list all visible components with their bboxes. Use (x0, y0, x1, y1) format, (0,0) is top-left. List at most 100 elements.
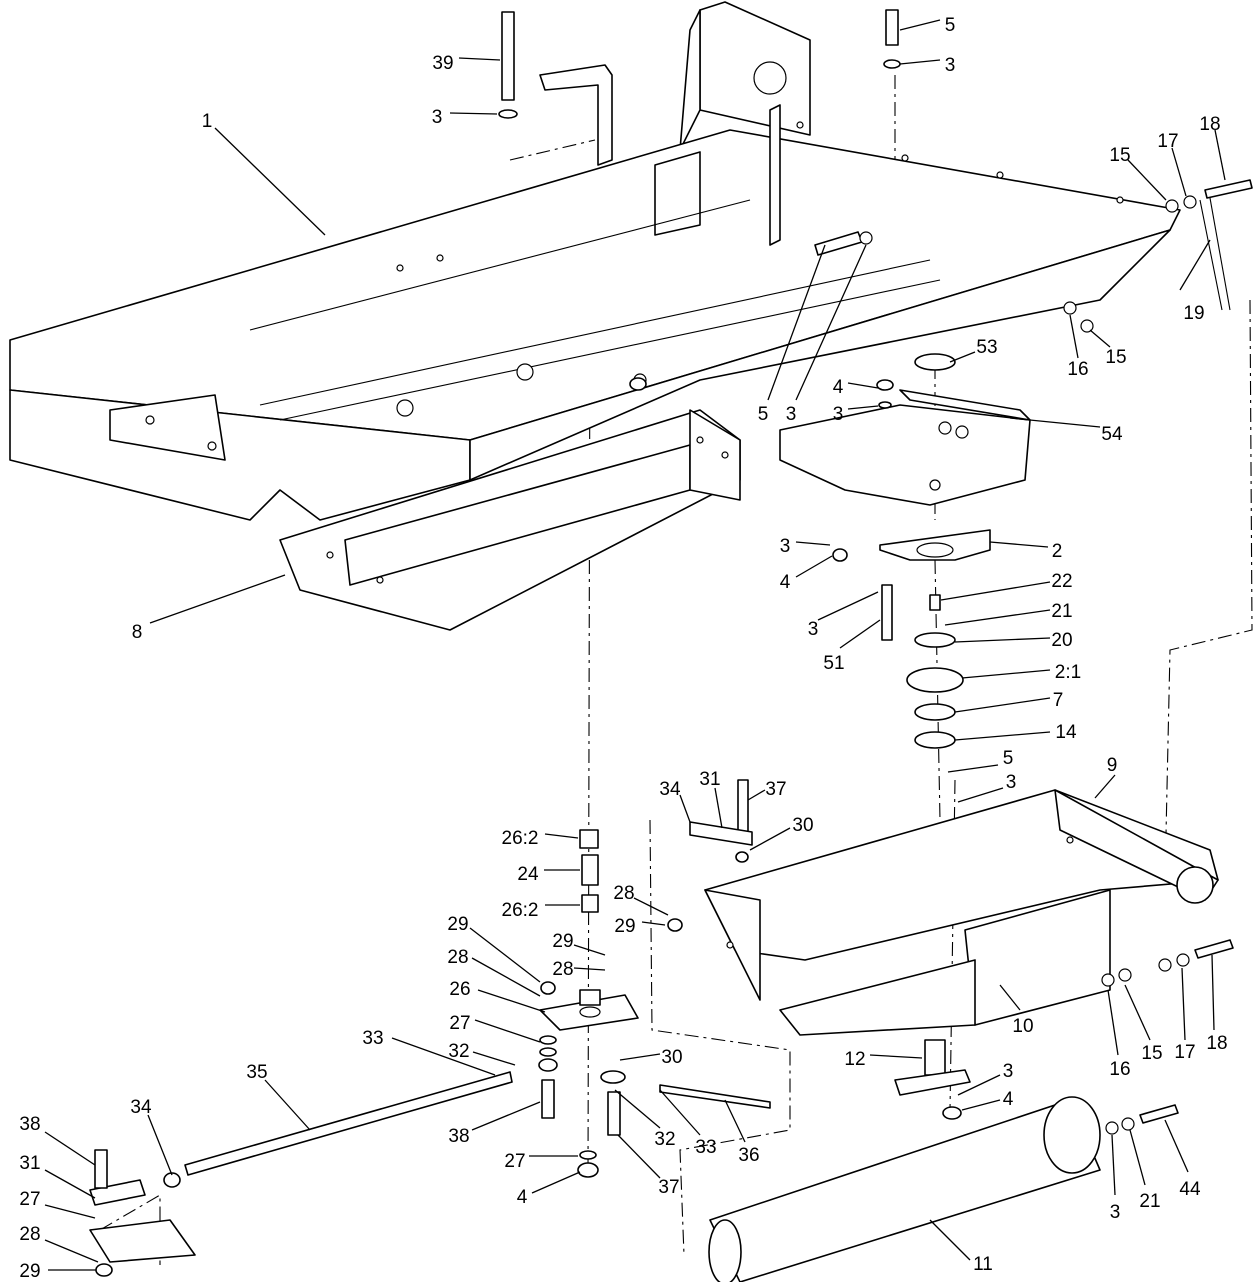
callout-label: 3 (833, 404, 844, 425)
leader-line (954, 697, 1051, 713)
leader-line (633, 897, 669, 916)
callout-label: 29 (19, 1261, 40, 1282)
callout-label: 27 (19, 1189, 40, 1210)
lower-roller (708, 1096, 1101, 1282)
callout-label: 3 (945, 55, 956, 76)
callout-label: 2 (1052, 541, 1063, 562)
leader-line (714, 787, 723, 829)
callout-label: 21 (1051, 601, 1072, 622)
callout-label: 4 (517, 1187, 528, 1208)
callout-label: 5 (945, 15, 956, 36)
callout-label: 15 (1105, 347, 1126, 368)
callout-label: 38 (448, 1126, 469, 1147)
callout-label: 44 (1179, 1179, 1201, 1200)
leader-line (471, 957, 541, 997)
leader-line (944, 609, 1051, 626)
callout-label: 32 (654, 1129, 675, 1150)
leader-line (641, 921, 666, 926)
callout-label: 34 (659, 779, 681, 800)
leader-line (795, 555, 833, 578)
leader-line (1107, 989, 1119, 1056)
leader-line (391, 1037, 496, 1076)
leader-line (949, 351, 976, 363)
callout-label: 28 (447, 947, 468, 968)
callout-label: 29 (614, 916, 635, 937)
leader-line (929, 1219, 971, 1261)
callout-label: 37 (765, 779, 786, 800)
leader-lines (44, 19, 1226, 1271)
leader-line (1214, 129, 1226, 181)
callout-label: 28 (19, 1224, 40, 1245)
callout-label: 33 (695, 1137, 716, 1158)
leader-line (724, 1099, 746, 1143)
leader-line (989, 541, 1049, 548)
leader-line (149, 574, 286, 624)
assembly-centerlines (99, 75, 1253, 1265)
callout-label: 39 (432, 53, 453, 74)
callout-label: 36 (738, 1145, 759, 1166)
callout-label: 5 (758, 404, 769, 425)
callout-label: 51 (823, 653, 844, 674)
leader-line (947, 764, 999, 773)
callout-label: 9 (1107, 755, 1118, 776)
leader-line (573, 944, 606, 956)
callout-label: 33 (362, 1028, 383, 1049)
callout-label: 17 (1174, 1042, 1195, 1063)
leader-line (1127, 159, 1167, 201)
upright-bracket (539, 1, 811, 166)
leader-line (954, 637, 1051, 643)
leader-line (957, 787, 1004, 803)
callout-label: 15 (1109, 145, 1130, 166)
callout-label: 27 (504, 1151, 525, 1172)
leader-line (449, 112, 498, 115)
callout-label: 21 (1139, 1191, 1160, 1212)
callout-label: 3 (780, 536, 791, 557)
callout-label: 18 (1199, 114, 1220, 135)
callout-label: 54 (1101, 424, 1123, 445)
leader-line (869, 1054, 923, 1059)
callout-label: 26:2 (502, 900, 539, 921)
leader-line (44, 1239, 99, 1263)
leader-line (619, 1053, 661, 1061)
callout-label: 11 (973, 1254, 993, 1275)
leader-line (147, 1114, 173, 1176)
leader-line (1164, 1119, 1189, 1173)
callout-label: 3 (808, 619, 819, 640)
leader-line (659, 1089, 701, 1136)
leader-line (1089, 329, 1111, 348)
leader-line (469, 927, 541, 983)
pivot-mount (779, 389, 1031, 506)
callout-label: 24 (517, 864, 539, 885)
callout-label: 29 (447, 914, 468, 935)
leader-line (1181, 967, 1186, 1041)
leader-line (477, 989, 546, 1013)
leader-line (847, 382, 879, 389)
callout-label: 16 (1109, 1059, 1130, 1080)
callout-label: 2:1 (1055, 662, 1081, 683)
callout-label: 16 (1067, 359, 1088, 380)
leader-line (795, 244, 867, 401)
callout-label: 29 (552, 931, 573, 952)
top-fasteners (498, 9, 901, 391)
callout-label: 3 (786, 404, 797, 425)
spring-hardware (1063, 179, 1253, 333)
callout-label: 32 (448, 1041, 469, 1062)
leader-line (747, 789, 766, 801)
leader-line (44, 1131, 96, 1166)
callout-label: 3 (1006, 772, 1017, 793)
leader-line (1009, 417, 1101, 428)
callout-label: 7 (1053, 690, 1064, 711)
callout-label: 1 (202, 111, 213, 132)
carriage-hardware (1101, 939, 1234, 1135)
callout-label: 12 (844, 1049, 865, 1070)
callout-label: 5 (1003, 748, 1014, 769)
leader-line (767, 244, 826, 401)
leader-line (749, 827, 791, 851)
leader-line (940, 581, 1051, 601)
leader-line (44, 1204, 96, 1219)
leader-line (264, 1079, 311, 1131)
callout-label: 3 (432, 107, 443, 128)
